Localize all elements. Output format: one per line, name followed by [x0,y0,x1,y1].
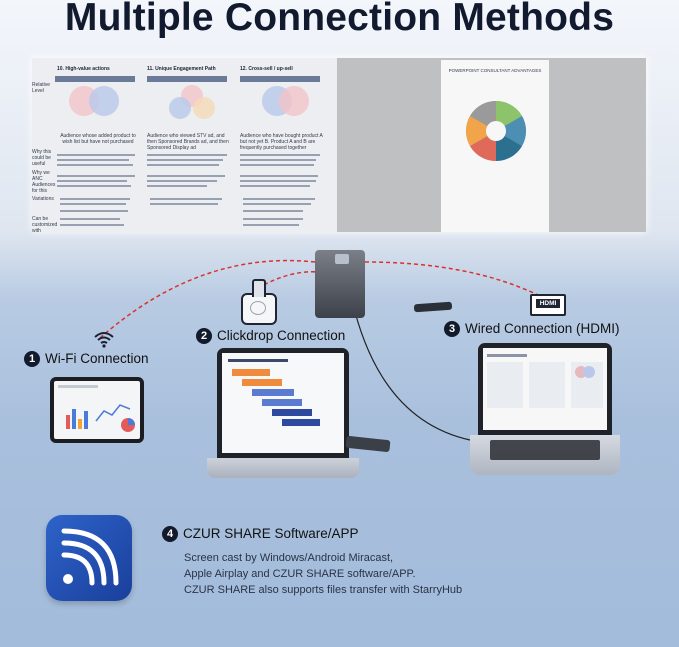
tablet-dashboard-graphic [58,385,135,432]
row-label-4: Can be customized with [32,216,58,234]
slide-caption-2: Audience who viewed STV ad, and then Spo… [147,133,229,151]
hdmi-port-icon: HDMI [530,294,566,316]
method-number-3: 3 [444,321,460,338]
slide-advantages: POWERPOINT CONSULTANT ADVANTAGES [337,58,646,232]
slide-col1-bar [55,76,135,82]
projector-lens [335,254,349,264]
wifi-icon [94,332,114,348]
czur-share-app-icon [46,515,132,601]
method-clickdrop-label: Clickdrop Connection [217,328,346,343]
tablet-screen [54,381,140,439]
dongle-button [250,301,266,315]
slide-venn-diagrams [69,85,309,119]
slide-col2-bar [147,76,227,82]
slide-col2-title: 11. Unique Engagement Path [147,66,216,72]
method-number-2: 2 [196,328,212,345]
method-hdmi-label: Wired Connection (HDMI) [465,321,620,336]
laptop-middle-base [207,458,359,478]
laptop-middle-slide-graphic [228,359,320,426]
keyboard-keys [490,440,600,460]
software-description: Screen cast by Windows/Android Miracast,… [184,550,462,598]
row-label-0: Relative Level [32,82,51,94]
slide2-wheel-diagram [465,100,527,161]
slide-col3-bar [240,76,320,82]
slide-col3-title: 12. Cross-sell / up-sell [240,66,293,72]
method-number-1: 1 [24,351,40,368]
slide-col1-title: 10. High-value actions [57,66,110,72]
slide-caption-1: Audience whose added product to wish lis… [60,133,136,145]
slide-caption-3: Audience who have bought product A but n… [240,133,323,151]
method-software: 4 CZUR SHARE Software/APP [162,526,359,543]
slide-comparison-table: 10. High-value actions 11. Unique Engage… [32,58,337,234]
software-desc-line-1: Screen cast by Windows/Android Miracast, [184,552,394,564]
slide2-title: POWERPOINT CONSULTANT ADVANTAGES [448,68,542,73]
row-label-3: Variations [32,196,54,202]
tablet-device [50,377,144,443]
starryhub-projector [315,250,365,318]
laptop-right-slide-graphic [487,354,603,408]
dongle-cable [252,279,266,297]
cast-waves-icon [61,528,119,586]
row-label-2: Why we ANC Audiences for this [32,170,56,194]
laptop-middle [217,348,349,458]
method-wifi: 1 Wi-Fi Connection [24,351,149,368]
software-desc-line-2: Apple Airplay and CZUR SHARE software/AP… [184,568,416,580]
slide-text-lines [57,154,320,226]
slide-page: POWERPOINT CONSULTANT ADVANTAGES [441,60,549,232]
method-software-label: CZUR SHARE Software/APP [183,526,359,541]
row-label-1: Why this could be useful [32,149,52,167]
software-desc-line-3: CZUR SHARE also supports files transfer … [184,584,463,596]
method-hdmi: 3 Wired Connection (HDMI) [444,321,620,338]
method-number-4: 4 [162,526,178,543]
method-clickdrop: 2 Clickdrop Connection [196,328,346,345]
clickdrop-dongle-icon [241,279,277,325]
laptop-right-screen [483,348,607,430]
page-headline: Multiple Connection Methods [64,0,615,39]
projected-screen: 10. High-value actions 11. Unique Engage… [32,58,646,234]
hdmi-label: HDMI [536,299,560,308]
laptop-middle-screen [222,353,344,453]
method-wifi-label: Wi-Fi Connection [45,351,149,366]
laptop-right-keyboard [470,435,620,475]
laptop-right [478,343,612,435]
